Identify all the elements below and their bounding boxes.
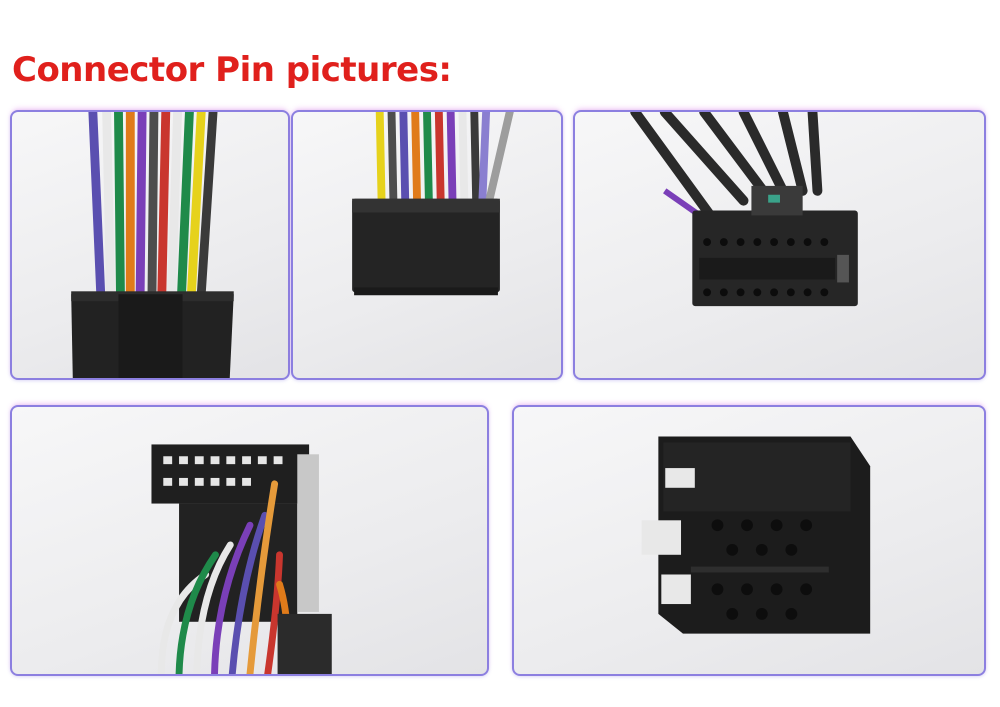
- iso-connector-rear-illustration: [151, 444, 332, 674]
- photo-connector-face: [573, 110, 986, 380]
- photo-iso-connector-face: [512, 405, 986, 676]
- connector-side-illustration: [352, 112, 514, 296]
- connector-angled-illustration: [71, 112, 234, 378]
- photo-iso-connector-rear: [10, 405, 489, 676]
- iso-connector-face-illustration: [641, 436, 871, 634]
- photo-connector-angled: [10, 110, 290, 380]
- photo-connector-side: [291, 110, 563, 380]
- page-title: Connector Pin pictures:: [12, 50, 452, 90]
- connector-face-illustration: [630, 112, 858, 307]
